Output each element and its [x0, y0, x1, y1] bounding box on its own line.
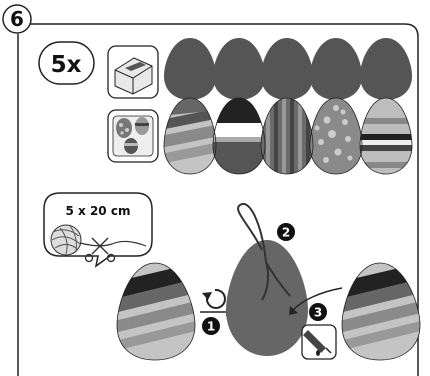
paint-sponge-icon — [108, 46, 158, 98]
decorated-egg-vertical — [258, 95, 318, 180]
decorated-egg-dots — [306, 95, 366, 180]
decorated-egg-band — [210, 95, 270, 180]
plain-egg — [164, 38, 216, 100]
decorated-egg-stripes — [160, 95, 220, 180]
quantity-label: 5x — [51, 52, 82, 78]
svg-text:1: 1 — [207, 320, 215, 334]
decorated-egg-horizontal — [356, 95, 416, 180]
decorated-egg-right — [335, 258, 425, 368]
decorated-egg-left — [110, 258, 200, 368]
step-number: 6 — [10, 7, 24, 31]
sticker-sheet-icon — [108, 110, 158, 162]
decorated-egg-row — [160, 95, 416, 180]
plain-egg — [360, 38, 412, 100]
marker-3: 3 — [309, 303, 327, 321]
plain-egg-row — [164, 38, 412, 100]
svg-text:3: 3 — [314, 306, 322, 320]
plain-egg — [213, 38, 265, 100]
svg-text:2: 2 — [282, 226, 290, 240]
string-length-label: 5 x 20 cm — [66, 204, 131, 218]
central-egg — [226, 240, 308, 356]
glue-bottle-icon — [302, 325, 336, 359]
plain-egg — [261, 38, 313, 100]
marker-2: 2 — [277, 223, 295, 241]
plain-egg — [310, 38, 362, 100]
marker-1: 1 — [202, 317, 220, 335]
yarn-ball-icon — [51, 225, 81, 255]
rotate-icon — [202, 290, 225, 308]
